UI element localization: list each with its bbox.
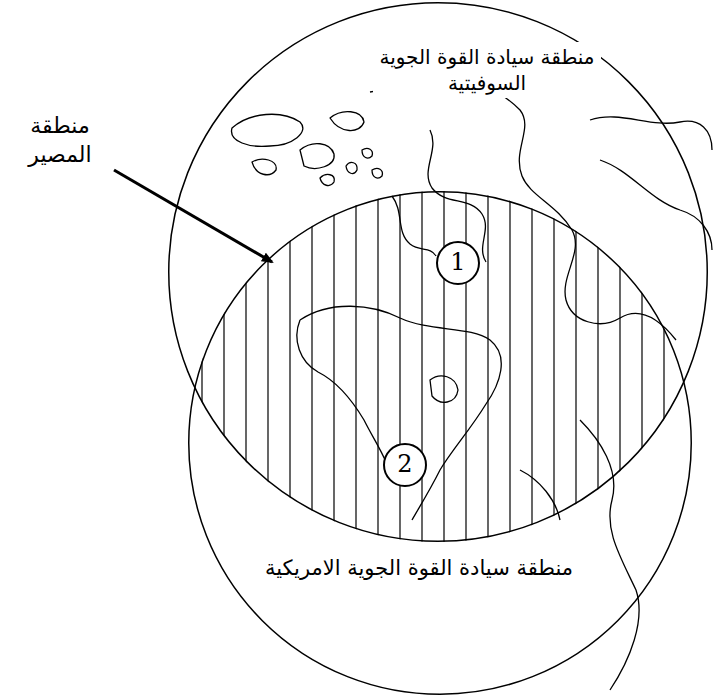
coastlines (232, 82, 712, 690)
leader-arrow (114, 170, 272, 262)
callout-number: 2 (383, 443, 427, 487)
zone-label: منطقة سيادة القوة الجوية الامريكية (250, 553, 588, 584)
callout-circle: 1 (436, 241, 480, 285)
hatch-zone (180, 150, 686, 600)
callout-number: 1 (436, 241, 480, 285)
zone-callout-label: منطقة المصير (12, 112, 108, 169)
zone-label: منطقة سيادة القوة الجوية السوفيتية (373, 42, 601, 98)
callout-circle: 2 (383, 443, 427, 487)
